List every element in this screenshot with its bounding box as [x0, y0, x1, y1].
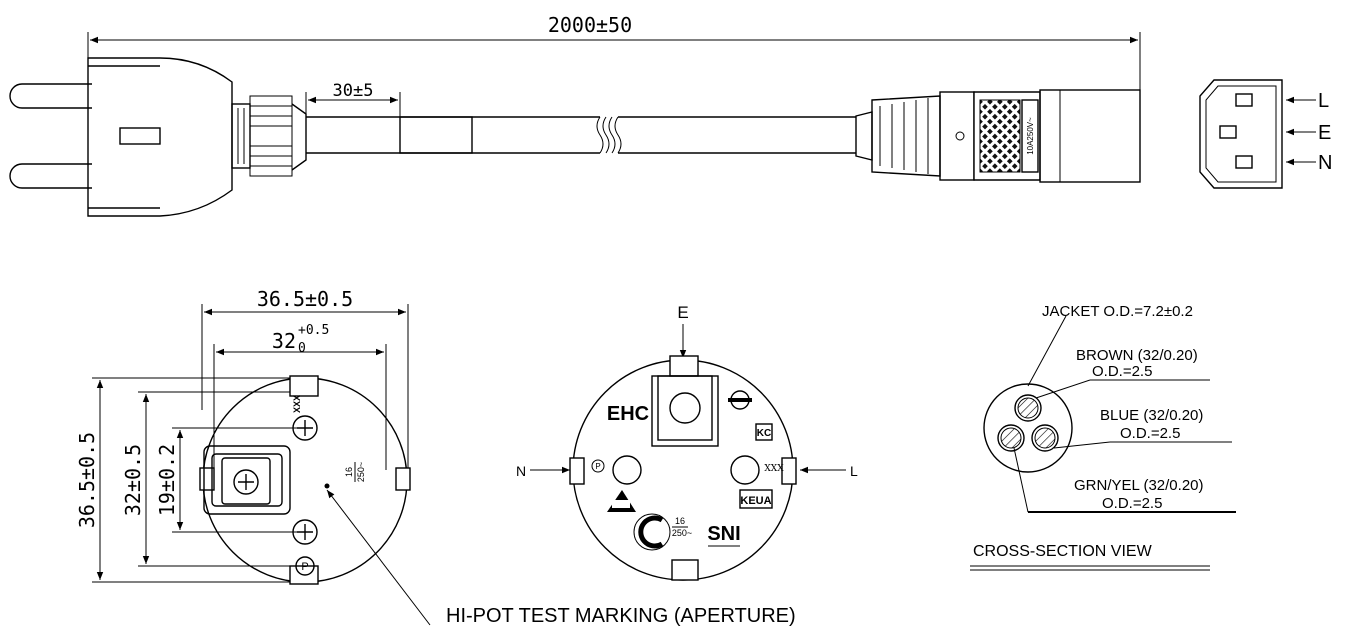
rating-num: 16 [344, 467, 354, 477]
iec-face-view: L E N [1199, 79, 1332, 189]
height-inner-label: 19±0.2 [155, 444, 179, 516]
plug-face-certified: E N L P XXX EHC KC KEUA [516, 303, 858, 581]
strip-length-label: 30±5 [333, 81, 374, 101]
plug-pins [9, 83, 92, 189]
plug-face-dimensioned: 36.5±0.5 32 +0.5 0 36.5±0.5 32±0.5 19±0.… [75, 287, 431, 626]
neutral-label: N [516, 463, 526, 479]
jacket-label: JACKET O.D.=7.2±0.2 [1042, 303, 1193, 320]
width-inner-base: 32 [272, 329, 296, 353]
height-mid-label: 32±0.5 [121, 444, 145, 516]
pin-label-e: E [1318, 122, 1331, 144]
width-outer-label: 36.5±0.5 [257, 287, 353, 311]
pin-label-l: L [1318, 90, 1329, 112]
connector-rating-label: 10A250V~ [1026, 117, 1035, 155]
svg-text:P: P [595, 462, 600, 471]
width-inner-tol-upper: +0.5 [298, 323, 329, 338]
cross-section-title: CROSS-SECTION VIEW [973, 543, 1153, 560]
brown-label: BROWN (32/0.20) [1076, 347, 1198, 364]
line-label: L [850, 463, 858, 479]
rating-den: 250~ [356, 462, 366, 482]
kc-mark: KC [757, 428, 771, 439]
blue-od-label: O.D.=2.5 [1120, 425, 1180, 442]
width-inner-tol-lower: 0 [298, 341, 306, 356]
earth-label: E [677, 303, 688, 322]
cable: 30±5 [305, 81, 856, 154]
top-view: 2000±50 [9, 13, 1332, 217]
pin-label-n: N [1318, 152, 1332, 174]
keua-mark: KEUA [740, 495, 771, 507]
cross-section-view: JACKET O.D.=7.2±0.2 BROWN (32/0.20) O.D.… [970, 303, 1236, 571]
iec-connector-body: 10A250V~ [855, 89, 1141, 183]
eac-mark: EHC [607, 403, 649, 425]
schuko-plug-body [87, 57, 307, 217]
grnyel-od-label: O.D.=2.5 [1102, 495, 1162, 512]
rating-num-2: 16 [675, 516, 685, 526]
overall-length-label: 2000±50 [548, 13, 632, 37]
hipot-label: HI-POT TEST MARKING (APERTURE) [446, 605, 796, 627]
xxx-mark-2: XXX [764, 464, 784, 474]
sni-mark: SNI [707, 523, 740, 545]
blue-label: BLUE (32/0.20) [1100, 407, 1203, 424]
brown-od-label: O.D.=2.5 [1092, 363, 1152, 380]
p-mark: P [301, 561, 308, 573]
xxx-mark: XXX [292, 395, 302, 413]
grnyel-label: GRN/YEL (32/0.20) [1074, 477, 1204, 494]
rating-den-2: 250~ [672, 528, 692, 538]
height-outer-label: 36.5±0.5 [75, 432, 99, 528]
overall-length-dimension: 2000±50 [87, 13, 1141, 90]
